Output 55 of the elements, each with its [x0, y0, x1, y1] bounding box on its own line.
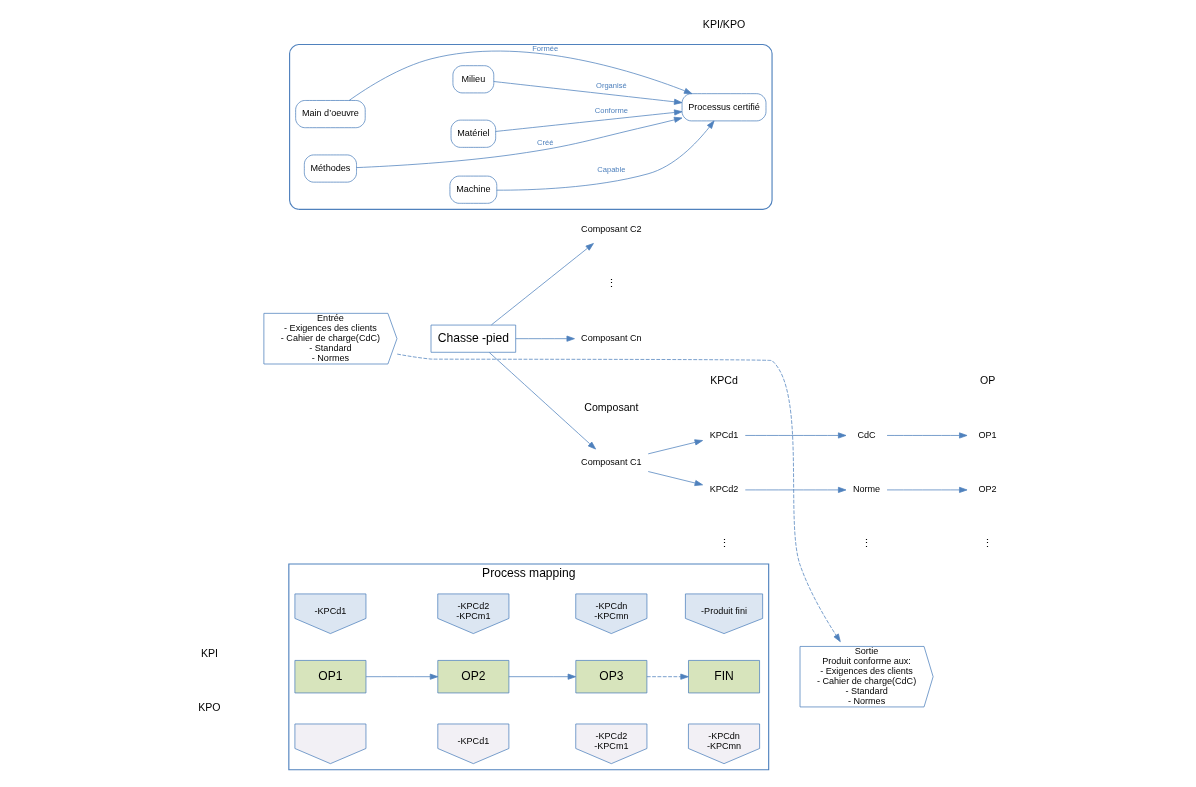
arrow [886, 486, 967, 493]
arrow [355, 116, 682, 168]
arrow [508, 673, 576, 680]
node-box: Main d’oeuvre [294, 100, 366, 129]
arrow [494, 109, 682, 132]
node-box: Processus certifié [681, 93, 766, 122]
arrow [396, 353, 841, 643]
label: ⋮ [860, 537, 872, 550]
label: KPO [197, 701, 221, 714]
arrow [493, 81, 682, 105]
node-text: Composant C2 [580, 224, 642, 235]
node-text: Norme [852, 484, 880, 495]
arrow [514, 335, 575, 342]
node-box: FIN [687, 660, 760, 694]
label: KPCd [709, 373, 738, 386]
node-arrow [294, 723, 366, 765]
cluster [288, 43, 773, 210]
edge-label: Créé [536, 138, 553, 148]
label: ⋮ [718, 537, 730, 550]
node-text: KPCd1 [709, 429, 738, 440]
node-box: OP1 [294, 660, 366, 694]
node-box: Méthodes [303, 154, 357, 183]
arrow [886, 432, 967, 439]
node-box: Chasse -pied [430, 324, 516, 353]
edge-label: Capable [596, 164, 625, 174]
node-box: Milieu [452, 65, 494, 94]
node-box: Matériel [450, 119, 496, 148]
arrow [365, 673, 438, 680]
node-text: OP1 [977, 429, 997, 440]
node-text: Composant C1 [580, 457, 642, 468]
label: ⋮ [981, 537, 993, 550]
node-text: OP2 [977, 484, 997, 495]
edge-label: Formée [531, 44, 558, 54]
node-text: Composant Cn [580, 333, 642, 344]
label: Composant [583, 401, 638, 414]
edge-label: Organisé [595, 81, 627, 91]
arrow [490, 243, 594, 326]
label: KPI [200, 646, 218, 659]
node-box: OP2 [436, 660, 509, 694]
edge-label: Conforme [594, 106, 628, 116]
node-box: OP3 [574, 660, 647, 694]
label: OP [979, 373, 995, 386]
arrow [495, 120, 714, 191]
label: KPI/KPO [702, 17, 745, 30]
arrow [647, 439, 703, 455]
label: ⋮ [605, 277, 617, 290]
node-text: KPCd2 [709, 484, 738, 495]
node-box: Machine [449, 175, 497, 204]
node-text: CdC [857, 429, 876, 440]
arrow [744, 486, 846, 493]
arrow [646, 673, 689, 680]
arrow [647, 471, 703, 486]
arrow [348, 50, 692, 101]
arrow [744, 432, 846, 439]
arrow [488, 352, 596, 450]
